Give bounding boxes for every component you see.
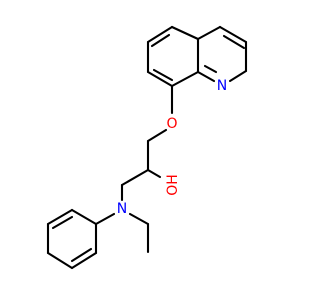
bond [203,64,218,74]
quinoline-group [146,25,248,88]
bond [94,212,116,226]
bond [222,34,246,50]
ether-oxygen-label: O [166,116,177,132]
bond [146,70,174,88]
bond [146,128,168,143]
bond [196,70,216,83]
bond [218,25,248,44]
bond [170,25,200,41]
bond [70,208,98,226]
bond [146,25,174,44]
bond [196,25,222,41]
bond [150,33,171,48]
phenyl-ring [46,208,98,270]
bond [46,251,74,270]
quinoline-nitrogen-label: N [217,78,227,94]
bond [170,70,200,88]
bond [70,247,93,263]
hydroxyl-label: OH [165,174,181,196]
linker-chain [120,84,174,202]
atom-labels: N O OH N [117,78,227,217]
bond [228,69,248,83]
amine-substituents [94,212,150,254]
amine-nitrogen-label: N [117,201,127,217]
bond [70,251,98,270]
molecule-structure: N O OH N [46,25,248,270]
bond [128,212,150,226]
bond [152,68,174,82]
bond [51,215,74,230]
bond [46,208,74,226]
bond [120,168,150,187]
bond [146,168,162,179]
